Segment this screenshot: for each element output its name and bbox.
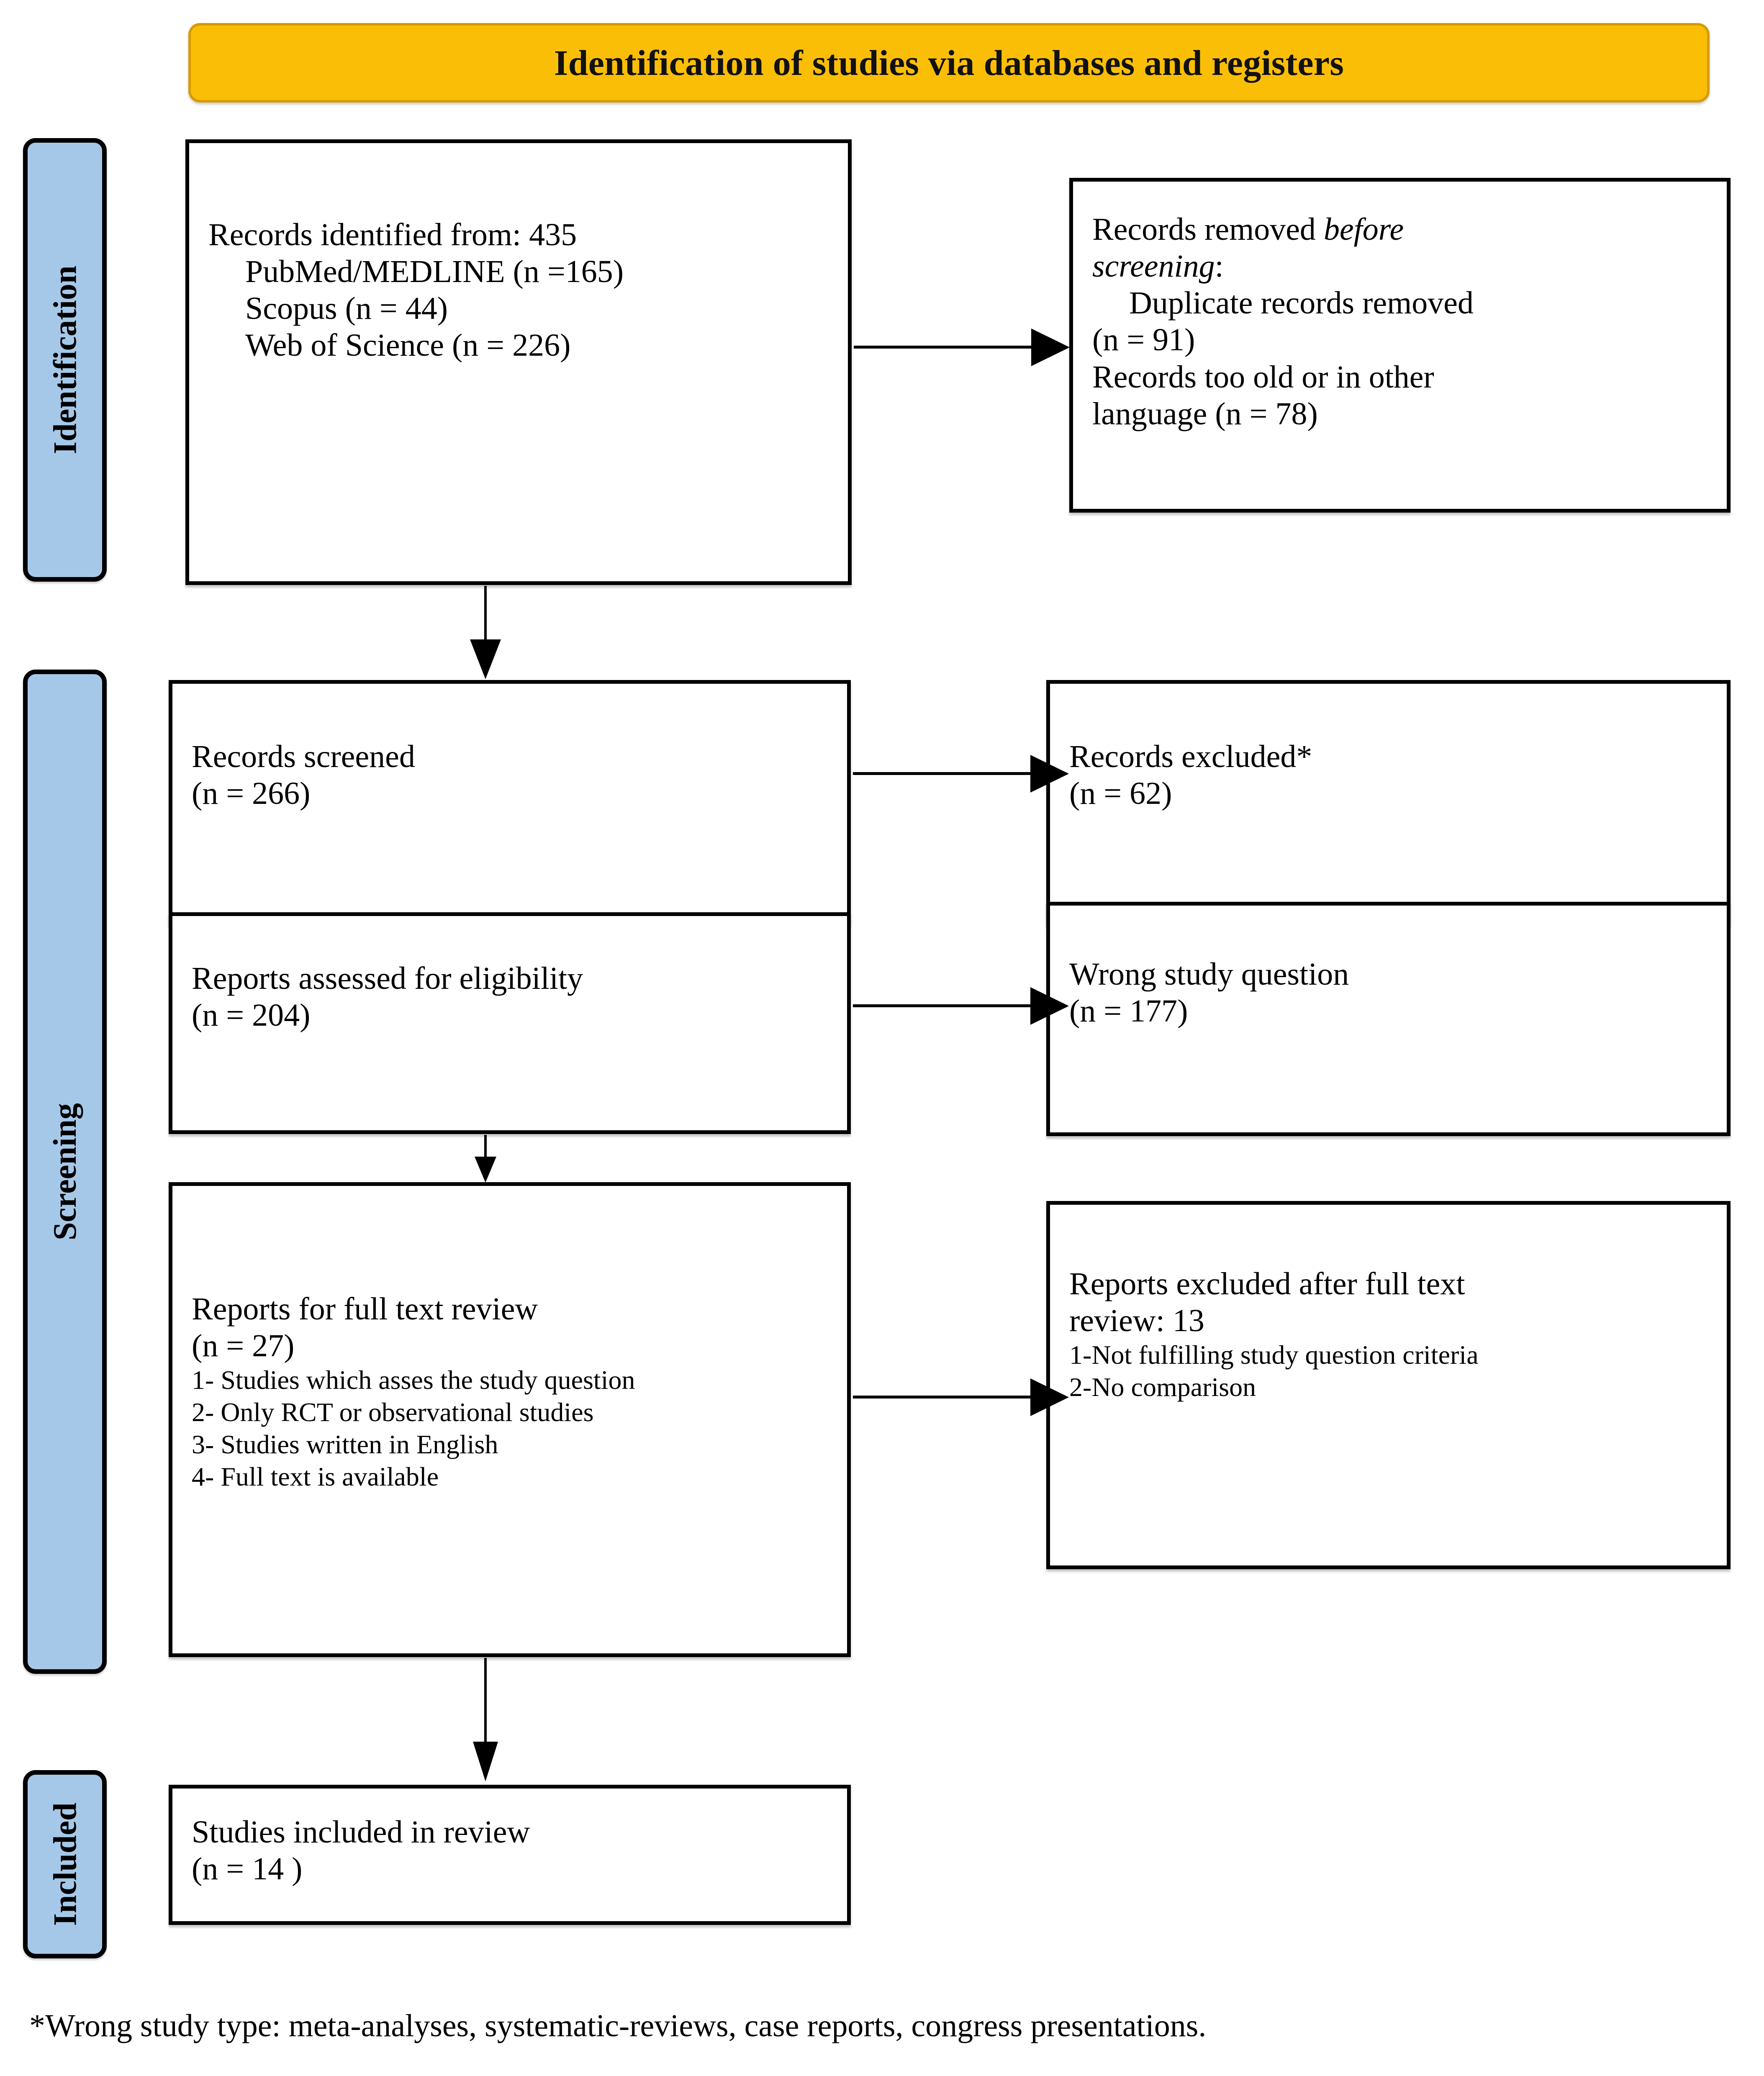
excluded-full-text-title-line1: Reports excluded after full text	[1069, 1266, 1465, 1301]
records-identified-pubmed: PubMed/MEDLINE (n =165)	[245, 254, 624, 290]
records-too-old-label: Records too old or in other	[1092, 359, 1434, 395]
records-excluded-count: (n = 62)	[1069, 776, 1172, 811]
full-text-review-count: (n = 27)	[192, 1328, 295, 1364]
full-text-review-title: Reports for full text review	[192, 1291, 538, 1327]
diagram-header-banner: Identification of studies via databases …	[188, 23, 1710, 103]
excluded-full-text-title-line2: review: 13	[1069, 1303, 1204, 1339]
records-identified-total: Records identified from: 435	[208, 217, 577, 252]
full-text-criterion-4: 4- Full text is available	[192, 1461, 439, 1491]
box-reports-excluded-after-full-text: Reports excluded after full text review:…	[1046, 1201, 1731, 1569]
stage-label-included-text: Included	[46, 1802, 83, 1926]
studies-included-label: Studies included in review	[192, 1814, 530, 1850]
records-screened-label: Records screened	[192, 739, 415, 774]
full-text-criterion-3: 3- Studies written in English	[192, 1429, 498, 1459]
records-removed-heading-line2: screening:	[1092, 249, 1224, 284]
box-records-removed-before-screening: Records removed before screening: Duplic…	[1069, 178, 1731, 513]
stage-label-screening: Screening	[23, 670, 107, 1674]
stage-label-identification: Identification	[23, 138, 107, 582]
records-identified-wos: Web of Science (n = 226)	[245, 328, 571, 363]
box-records-screened: Records screened (n = 266)	[169, 680, 851, 925]
footnote-wrong-study-type: *Wrong study type: meta-analyses, system…	[29, 2008, 1207, 2043]
box-records-excluded: Records excluded* (n = 62)	[1046, 680, 1731, 925]
excluded-full-text-reason-2: 2-No comparison	[1069, 1372, 1256, 1402]
excluded-full-text-reason-1: 1-Not fulfilling study question criteria	[1069, 1340, 1479, 1370]
box-reports-for-full-text-review: Reports for full text review (n = 27) 1-…	[169, 1182, 851, 1657]
full-text-criterion-1: 1- Studies which asses the study questio…	[192, 1365, 635, 1395]
records-identified-scopus: Scopus (n = 44)	[245, 291, 448, 326]
wrong-study-question-count: (n = 177)	[1069, 993, 1188, 1029]
box-records-identified: Records identified from: 435 PubMed/MEDL…	[185, 139, 852, 585]
stage-label-screening-text: Screening	[46, 1103, 83, 1240]
duplicate-records-removed-label: Duplicate records removed	[1129, 285, 1474, 321]
box-wrong-study-question: Wrong study question (n = 177)	[1046, 902, 1731, 1136]
records-removed-heading-line1: Records removed before	[1092, 212, 1404, 247]
records-screened-count: (n = 266)	[192, 776, 311, 811]
records-excluded-label: Records excluded*	[1069, 739, 1312, 774]
wrong-study-question-label: Wrong study question	[1069, 957, 1349, 992]
diagram-title: Identification of studies via databases …	[554, 43, 1344, 83]
stage-label-identification-text: Identification	[46, 265, 83, 454]
duplicate-records-removed-count: (n = 91)	[1092, 322, 1195, 358]
records-too-old-count: language (n = 78)	[1092, 396, 1318, 431]
box-studies-included-in-review: Studies included in review (n = 14 )	[169, 1785, 851, 1925]
full-text-criterion-2: 2- Only RCT or observational studies	[192, 1397, 594, 1427]
reports-assessed-label: Reports assessed for eligibility	[192, 961, 583, 996]
stage-label-included: Included	[23, 1770, 107, 1958]
reports-assessed-count: (n = 204)	[192, 998, 311, 1033]
studies-included-count: (n = 14 )	[192, 1851, 303, 1887]
box-reports-assessed-for-eligibility: Reports assessed for eligibility (n = 20…	[169, 912, 851, 1134]
